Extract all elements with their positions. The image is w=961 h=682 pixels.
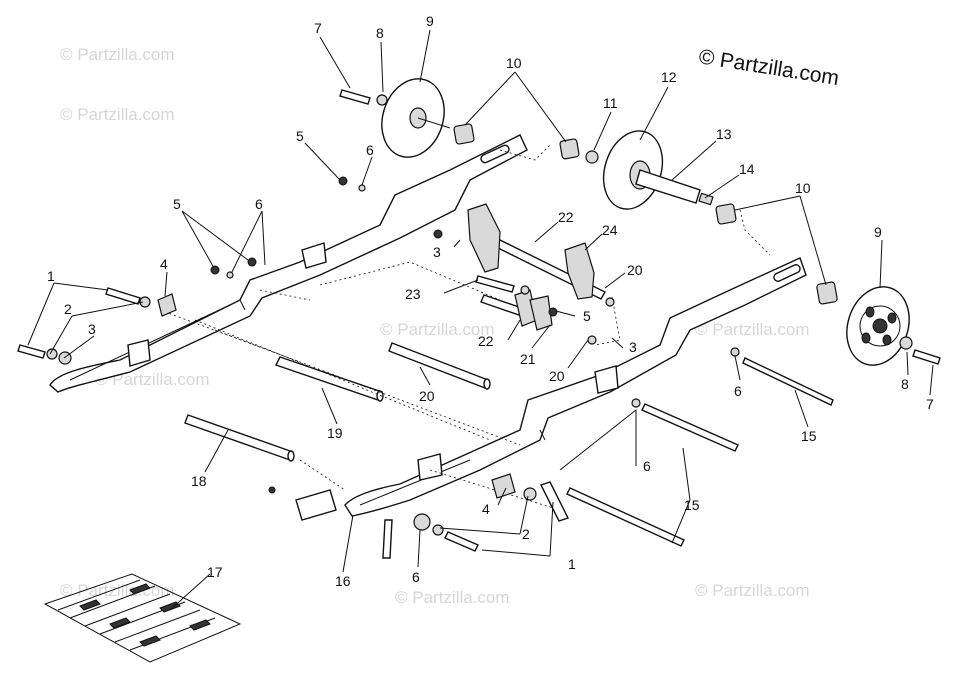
watermark: © Partzilla.com — [380, 320, 495, 339]
callout-1: 1 — [47, 268, 55, 284]
right-rail — [344, 257, 807, 517]
watermark: © Partzilla.com — [60, 45, 175, 64]
callout-2: 2 — [64, 301, 72, 317]
watermarks: © Partzilla.com © Partzilla.com © Partzi… — [60, 45, 810, 607]
callout-12: 12 — [661, 69, 677, 85]
callout-20: 20 — [549, 368, 565, 384]
callout-3: 3 — [629, 339, 637, 355]
watermark: © Partzilla.com — [60, 105, 175, 124]
callouts: 7 8 9 10 11 12 13 14 10 9 8 7 5 6 5 6 1 … — [47, 13, 934, 589]
callout-7: 7 — [314, 20, 322, 36]
left-rail — [49, 134, 528, 393]
callout-6: 6 — [643, 458, 651, 474]
callout-9: 9 — [874, 224, 882, 240]
watermark: © Partzilla.com — [60, 581, 175, 600]
callout-18: 18 — [191, 473, 207, 489]
callout-20: 20 — [627, 262, 643, 278]
callout-6: 6 — [366, 142, 374, 158]
idler-wheel-top — [381, 78, 451, 158]
callout-4: 4 — [160, 256, 168, 272]
callout-6: 6 — [734, 383, 742, 399]
callout-3: 3 — [88, 321, 96, 337]
callout-23: 23 — [405, 286, 421, 302]
callout-16: 16 — [335, 573, 351, 589]
callout-20: 20 — [419, 388, 435, 404]
slide-plate — [43, 573, 242, 663]
pivot-brackets — [467, 203, 595, 331]
assembly-lines — [159, 144, 771, 511]
spacer-blocks — [453, 123, 838, 305]
callout-2: 2 — [522, 526, 530, 542]
callout-10: 10 — [795, 180, 811, 196]
watermark: © Partzilla.com — [695, 320, 810, 339]
callout-19: 19 — [327, 425, 343, 441]
callout-9: 9 — [426, 13, 434, 29]
callout-5: 5 — [583, 308, 591, 324]
callout-3: 3 — [433, 244, 441, 260]
watermark: © Partzilla.com — [395, 588, 510, 607]
callout-5: 5 — [173, 196, 181, 212]
callout-15: 15 — [684, 497, 700, 513]
callout-22: 22 — [558, 209, 574, 225]
callout-24: 24 — [602, 222, 618, 238]
callout-22: 22 — [478, 333, 494, 349]
callout-13: 13 — [716, 126, 732, 142]
callout-11: 11 — [603, 95, 618, 111]
callout-4: 4 — [482, 501, 490, 517]
rear-wheel-axle — [602, 130, 714, 210]
watermark: © Partzilla.com — [95, 370, 210, 389]
callout-8: 8 — [376, 25, 384, 41]
idler-wheel-right — [846, 286, 910, 366]
callout-6: 6 — [412, 569, 420, 585]
callout-6: 6 — [255, 196, 263, 212]
hardware — [17, 89, 941, 559]
callout-7: 7 — [926, 396, 934, 412]
callout-17: 17 — [207, 564, 223, 580]
callout-8: 8 — [901, 376, 909, 392]
callout-5: 5 — [296, 128, 304, 144]
callout-10: 10 — [506, 55, 522, 71]
brand-text: © Partzilla.com — [697, 45, 840, 90]
callout-21: 21 — [520, 351, 536, 367]
callout-15: 15 — [801, 428, 817, 444]
callout-1: 1 — [568, 556, 576, 572]
watermark: © Partzilla.com — [695, 581, 810, 600]
callout-14: 14 — [739, 161, 755, 177]
leader-lines — [27, 29, 934, 611]
